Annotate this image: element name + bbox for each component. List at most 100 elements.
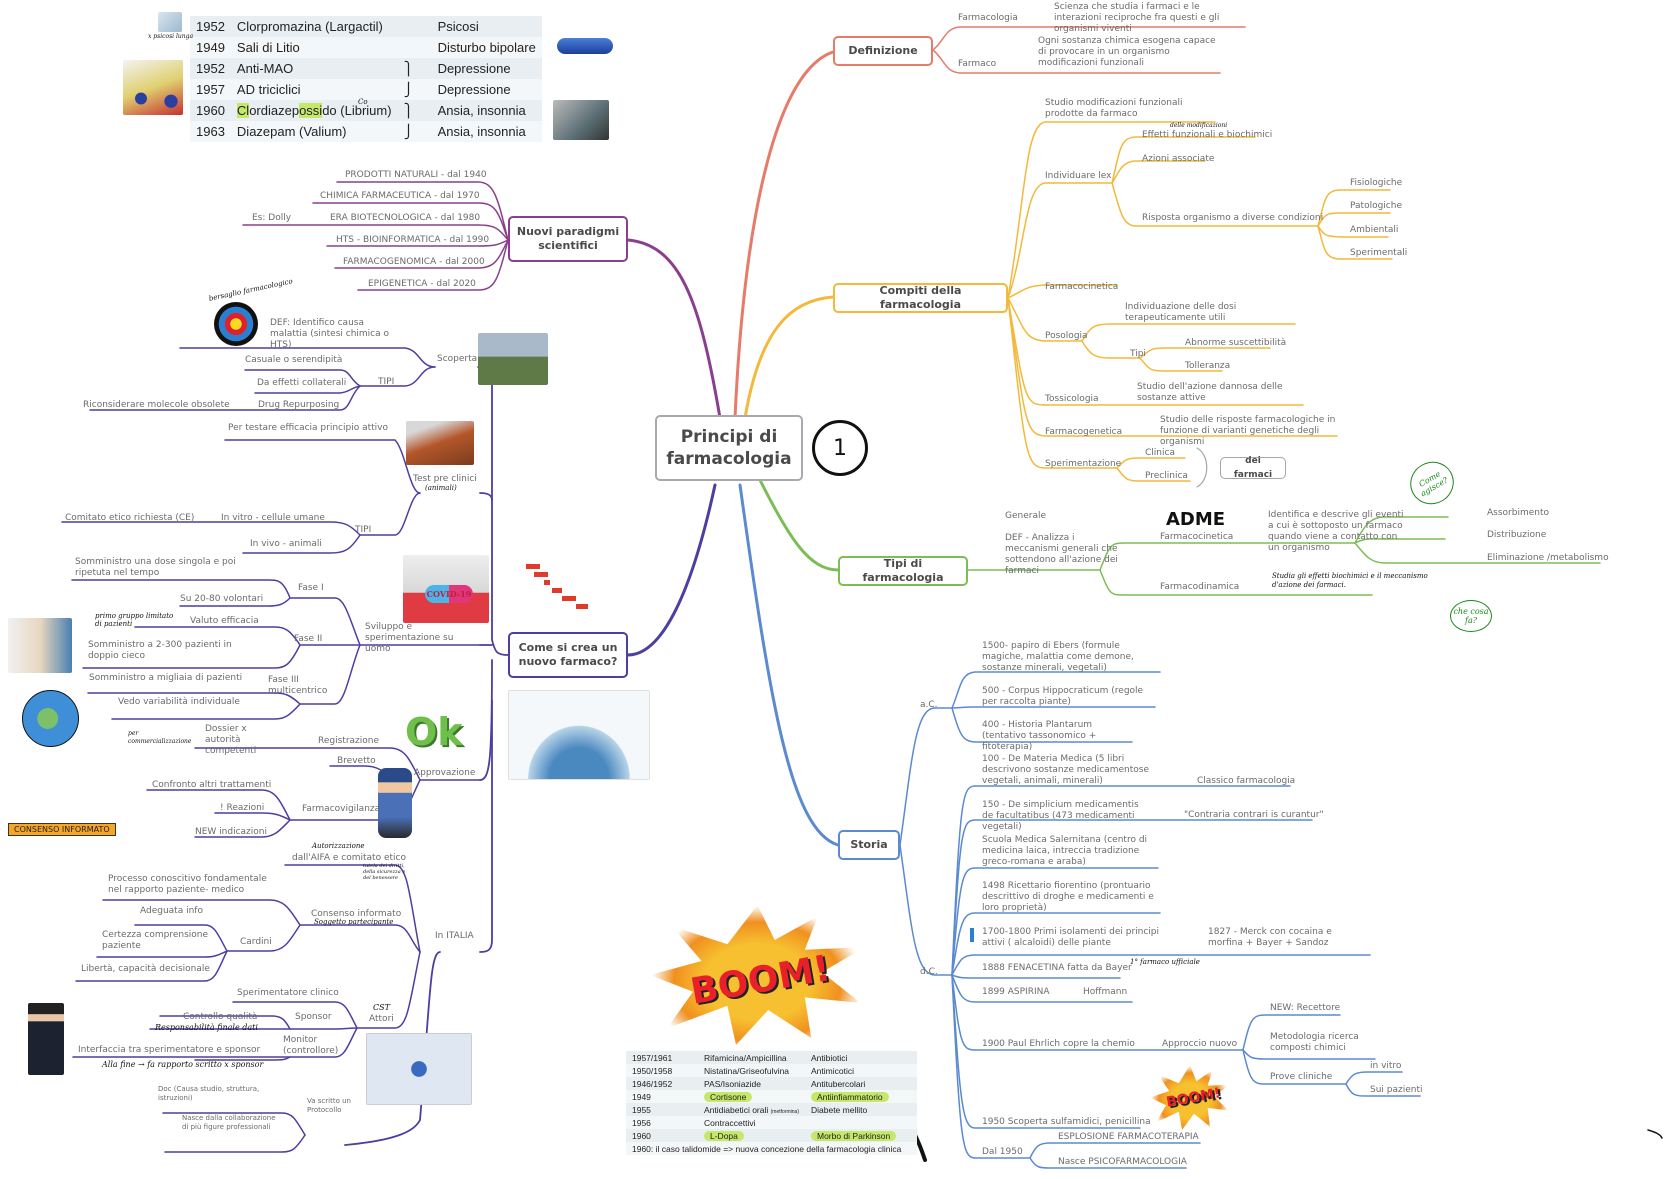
nf-sviluppo[interactable]: Sviluppo e sperimentazione su uomo bbox=[365, 622, 454, 654]
nf-attori[interactable]: Attori bbox=[369, 1014, 394, 1024]
node-compiti-della-farmacologia[interactable]: Compiti della farmacologia bbox=[833, 283, 1008, 313]
compiti-sperimentazione[interactable]: Sperimentazione bbox=[1045, 459, 1122, 469]
paradigma-dolly: Es: Dolly bbox=[252, 213, 292, 223]
link-root-nuovofarmaco bbox=[626, 483, 717, 657]
nf-doc: Doc (Causa studio, struttura, istruzioni… bbox=[158, 1085, 260, 1102]
nf-approvazione[interactable]: Approvazione bbox=[414, 768, 476, 778]
node-nuovi-paradigmi[interactable]: Nuovi paradigmi scientifici bbox=[508, 216, 628, 262]
storia-ac[interactable]: a.C. bbox=[920, 700, 938, 710]
compiti-posologia[interactable]: Posologia bbox=[1045, 331, 1088, 341]
compiti-farmacogenetica[interactable]: Farmacogenetica bbox=[1045, 427, 1123, 437]
nf-scoperta-tipo: Casuale o serendipità bbox=[245, 355, 343, 365]
nf-scoperta-def: DEF: Identifico causa malattia (sintesi … bbox=[270, 318, 390, 350]
link-root-storia bbox=[738, 483, 840, 847]
storia-dc[interactable]: d.C. bbox=[920, 967, 938, 977]
paradigma-item[interactable]: ERA BIOTECNOLOGICA - dal 1980 bbox=[330, 213, 481, 223]
storia-contraria: "Contraria contrari is curantur" bbox=[1184, 810, 1324, 820]
nf-consenso[interactable]: Consenso informato bbox=[311, 909, 402, 919]
approccio-prove[interactable]: Prove cliniche bbox=[1270, 1072, 1333, 1082]
node-dei-farmaci[interactable]: dei farmaci bbox=[1220, 456, 1286, 480]
nf-in-italia[interactable]: In ITALIA bbox=[435, 931, 474, 941]
nf-test-preclinici[interactable]: Test pre clinici bbox=[413, 474, 477, 484]
tricycle-cat-image bbox=[123, 60, 183, 115]
node-storia[interactable]: Storia bbox=[838, 830, 900, 860]
adme-assorbimento[interactable]: Assorbimento bbox=[1487, 508, 1549, 518]
link-root-paradigmi bbox=[626, 238, 722, 420]
tipi-generale[interactable]: Generale bbox=[1005, 511, 1047, 521]
nf-fase2[interactable]: Fase II bbox=[294, 634, 323, 644]
nf-scoperta[interactable]: Scoperta bbox=[437, 354, 478, 364]
paradigma-item[interactable]: CHIMICA FARMACEUTICA - dal 1970 bbox=[320, 191, 480, 201]
paradigma-item[interactable]: FARMACOGENOMICA - dal 2000 bbox=[343, 257, 485, 267]
tipo-tolleranza[interactable]: Tolleranza bbox=[1185, 361, 1231, 371]
nf-interfaccia: Interfaccia tra sperimentatore e sponsor bbox=[78, 1045, 261, 1055]
nf-collaborazione: Nasce dalla collaborazione di più figure… bbox=[182, 1114, 276, 1131]
nf-cardini[interactable]: Cardini bbox=[240, 937, 272, 947]
compiti-studio[interactable]: Studio modificazioni funzionali prodotte… bbox=[1045, 98, 1183, 119]
nf-fase3-item: Somministro a migliaia di pazienti bbox=[89, 673, 243, 683]
nf-drug-repurposing[interactable]: Drug Repurposing bbox=[258, 400, 340, 410]
nf-registrazione[interactable]: Registrazione bbox=[318, 736, 380, 746]
nf-brevetto[interactable]: Brevetto bbox=[337, 756, 376, 766]
nf-test-tipo: In vivo - animali bbox=[250, 539, 322, 549]
compiti-risposta[interactable]: Risposta organismo a diverse condizioni bbox=[1142, 213, 1324, 223]
nf-sponsor[interactable]: Sponsor bbox=[295, 1012, 332, 1022]
nf-monitor[interactable]: Monitor (controllore) bbox=[283, 1035, 339, 1056]
root-node-principi-di-farmacologia[interactable]: Principi di farmacologia bbox=[655, 415, 803, 481]
nf-cardini-item: Adeguata info bbox=[140, 906, 203, 916]
adme-eliminazione[interactable]: Eliminazione /metabolismo bbox=[1487, 553, 1609, 563]
link-root-compiti bbox=[743, 295, 835, 420]
adme-distribuzione[interactable]: Distribuzione bbox=[1487, 530, 1547, 540]
handnote-commercializzazione: per commercializzazione bbox=[128, 730, 192, 745]
compiti-farmacocinetica[interactable]: Farmacocinetica bbox=[1045, 282, 1119, 292]
handnote-responsabilita: Responsabilità finale dati bbox=[155, 1023, 258, 1032]
storia-dc-item: 1950 Scoperta sulfamidici, penicillina bbox=[982, 1117, 1151, 1127]
label-farmaco[interactable]: Farmaco bbox=[958, 59, 997, 69]
handnote-co: Co bbox=[358, 98, 368, 106]
nf-scoperta-tipi[interactable]: TIPI bbox=[378, 377, 395, 387]
condizione-sperimentali[interactable]: Sperimentali bbox=[1350, 248, 1408, 258]
posologia-tipi[interactable]: Tipi bbox=[1130, 349, 1146, 359]
nf-autorizzazione[interactable]: dall'AIFA e comitato etico bbox=[292, 853, 406, 863]
compiti-individuare[interactable]: Individuare lex bbox=[1045, 171, 1112, 181]
nf-test-tipi[interactable]: TIPI bbox=[355, 525, 372, 535]
nf-farmacovigilanza[interactable]: Farmacovigilanza bbox=[302, 804, 381, 814]
ok-graphic: Ok bbox=[405, 710, 463, 754]
nf-fase3[interactable]: Fase III multicentrico bbox=[268, 675, 328, 696]
paradigma-item[interactable]: HTS - BIOINFORMATICA - dal 1990 bbox=[336, 235, 490, 245]
compiti-azioni[interactable]: Azioni associate bbox=[1142, 154, 1215, 164]
storia-dc-item[interactable]: Dal 1950 bbox=[982, 1147, 1023, 1157]
condizione-patologiche[interactable]: Patologiche bbox=[1350, 201, 1402, 211]
nf-fase1-item: Somministro una dose singola e poi ripet… bbox=[75, 557, 236, 578]
tossicologia-desc: Studio dell'azione dannosa delle sostanz… bbox=[1137, 382, 1283, 403]
tipo-abnorme[interactable]: Abnorme suscettibilità bbox=[1185, 338, 1287, 348]
node-come-si-crea-nuovo-farmaco[interactable]: Come si crea un nuovo farmaco? bbox=[508, 632, 628, 678]
label-farmacologia[interactable]: Farmacologia bbox=[958, 13, 1018, 23]
compiti-effetti[interactable]: Effetti funzionali e biochimici bbox=[1142, 130, 1273, 140]
node-definizione[interactable]: Definizione bbox=[833, 36, 933, 66]
link-root-tipi bbox=[758, 478, 840, 572]
condizione-fisiologiche[interactable]: Fisiologiche bbox=[1350, 178, 1403, 188]
storia-dc-item: 1498 Ricettario fiorentino (prontuario d… bbox=[982, 881, 1154, 913]
tipi-farmacodinamica[interactable]: Farmacodinamica bbox=[1160, 582, 1240, 592]
paradigma-item[interactable]: EPIGENETICA - dal 2020 bbox=[368, 279, 476, 289]
handnote-tutela: tutela dei diritti, della sicurezza e de… bbox=[363, 863, 406, 881]
nf-protocollo[interactable]: Va scritto un Protocollo bbox=[307, 1097, 351, 1114]
sper-preclinica[interactable]: Preclinica bbox=[1145, 471, 1188, 481]
sper-clinica[interactable]: Clinica bbox=[1145, 448, 1175, 458]
tipi-farmacocinetica[interactable]: Farmacocinetica bbox=[1160, 532, 1234, 542]
paradigma-item[interactable]: PRODOTTI NATURALI - dal 1940 bbox=[345, 170, 487, 180]
train-conductor-image bbox=[28, 1003, 64, 1075]
tipi-def: DEF - Analizza i meccanismi generali che… bbox=[1005, 533, 1118, 576]
node-tipi-di-farmacologia[interactable]: Tipi di farmacologia bbox=[838, 556, 968, 586]
storia-approccio[interactable]: Approccio nuovo bbox=[1162, 1039, 1238, 1049]
handnote-primo-farmaco: 1° farmaco ufficiale bbox=[1130, 958, 1200, 966]
condizione-ambientali[interactable]: Ambientali bbox=[1350, 225, 1399, 235]
compiti-tossicologia[interactable]: Tossicologia bbox=[1045, 394, 1099, 404]
nf-fase1[interactable]: Fase I bbox=[298, 583, 324, 593]
